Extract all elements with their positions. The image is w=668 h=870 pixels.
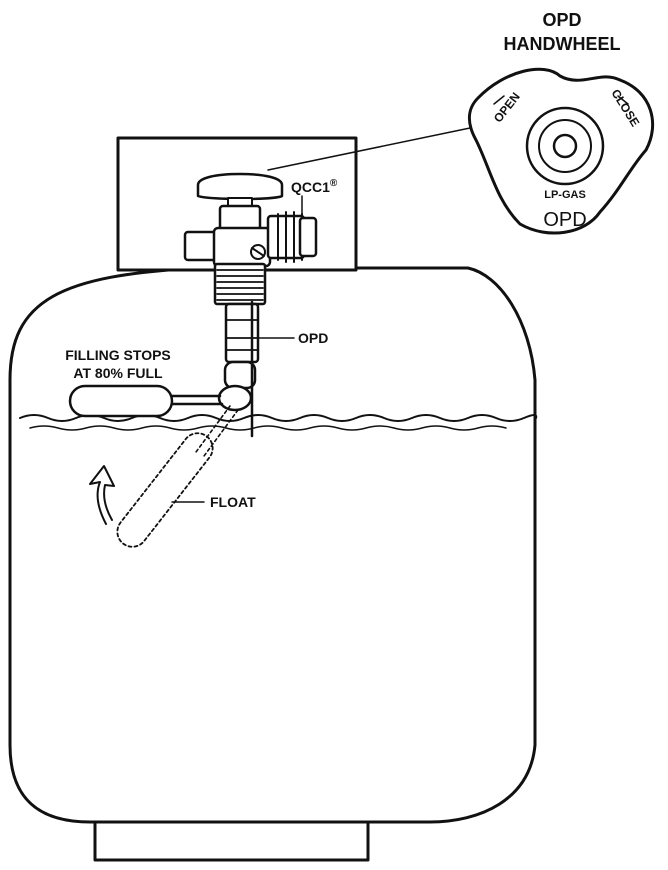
- float-pivot: [168, 384, 253, 412]
- valve-handwheel: [196, 172, 284, 209]
- valve-body: [183, 204, 272, 268]
- qcc1-label: QCC1®: [291, 178, 338, 195]
- opd-handwheel-detail: [468, 67, 655, 235]
- valve-neck: [213, 262, 267, 306]
- handwheel-lpgas-text: LP-GAS: [544, 189, 586, 201]
- liquid-level-line-2: [29, 425, 507, 431]
- opd-tube: [223, 300, 260, 438]
- filling-stops-label-line1: FILLING STOPS: [65, 347, 171, 363]
- liquid-level-line: [19, 414, 538, 422]
- handwheel-title-line1: OPD: [542, 10, 581, 30]
- handwheel-title-line2: HANDWHEEL: [504, 34, 621, 54]
- float-label: FLOAT: [210, 494, 256, 510]
- handwheel-leader-line: [267, 127, 471, 171]
- qcc1-registered-mark: ®: [330, 178, 338, 189]
- tank-base-ring: [93, 820, 370, 862]
- handwheel-opd-text: OPD: [543, 209, 586, 231]
- qcc1-label-text: QCC1: [291, 179, 330, 195]
- float-raised: [68, 384, 174, 418]
- float-motion-arrow: [89, 465, 115, 525]
- qcc1-outlet: [266, 211, 318, 263]
- filling-stops-label-line2: AT 80% FULL: [73, 365, 163, 381]
- opd-label: OPD: [298, 330, 328, 346]
- float-lowered: [116, 405, 239, 548]
